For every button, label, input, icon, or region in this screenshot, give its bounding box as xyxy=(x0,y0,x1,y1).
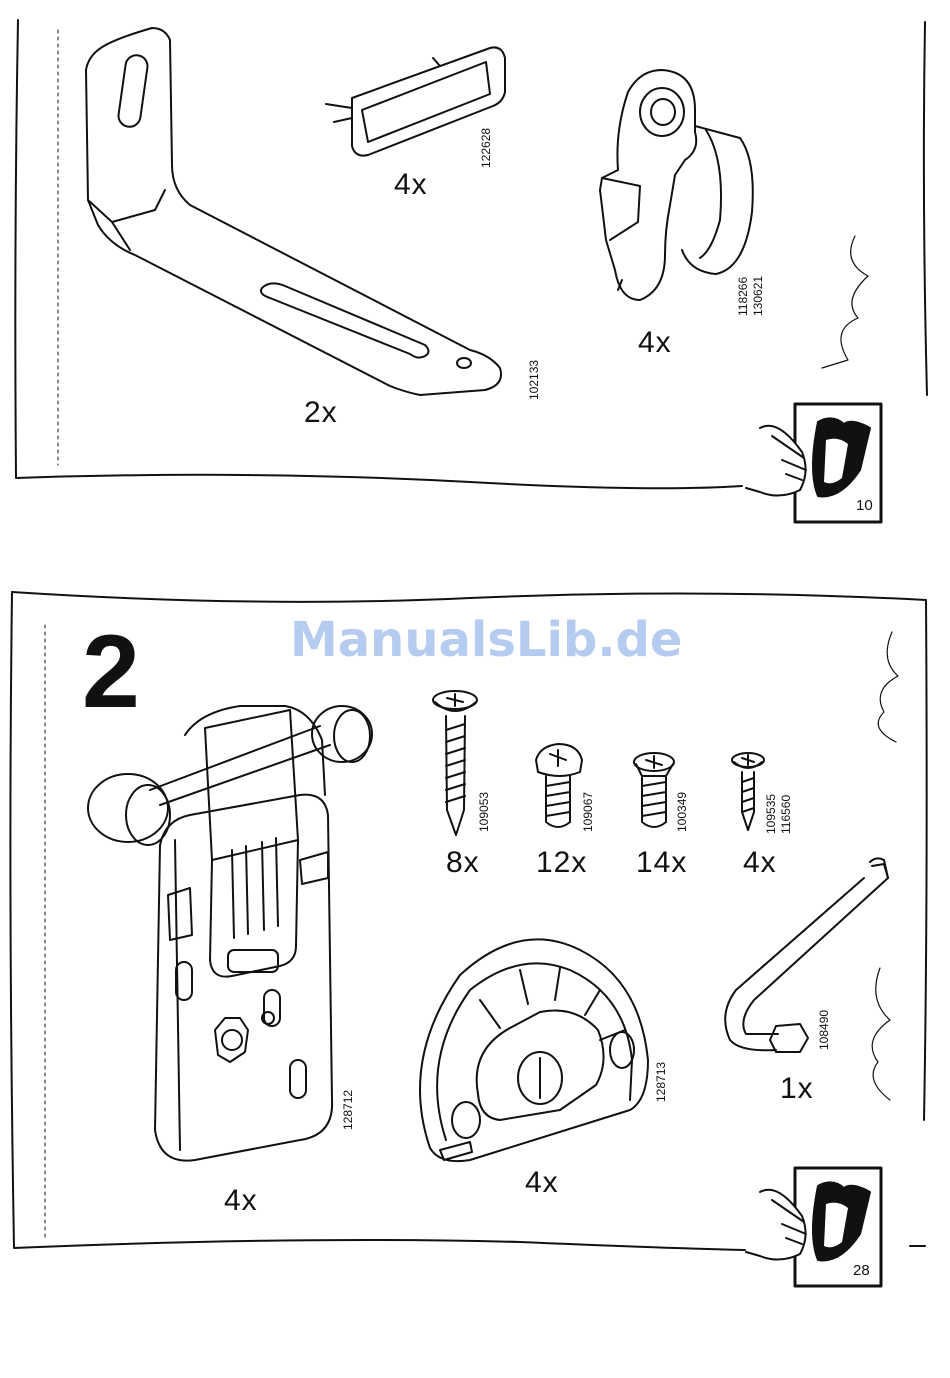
watermark-text: ManualsLib.de xyxy=(290,612,682,668)
screw-round-qty: 12x xyxy=(536,846,587,880)
hinge-plate-code: 128712 xyxy=(342,1090,355,1130)
bottom-panel-frame xyxy=(10,592,926,1250)
screw-flat-qty: 14x xyxy=(636,846,687,880)
bracket-drawing xyxy=(86,28,501,395)
rod-clip-code-1: 118266 xyxy=(737,277,750,316)
screw-long-code: 109053 xyxy=(478,792,491,832)
screw-small-drawing xyxy=(732,753,764,830)
page-ref-10: 10 xyxy=(856,497,873,514)
rod-clip-qty: 4x xyxy=(638,326,672,360)
cover-cap-qty: 4x xyxy=(394,168,428,202)
screw-round-drawing xyxy=(536,744,582,827)
screw-small-code-2: 116560 xyxy=(780,795,793,834)
adjuster-disc-qty: 4x xyxy=(525,1166,559,1200)
rod-clip-drawing xyxy=(600,70,753,300)
page-ref-28: 28 xyxy=(853,1262,870,1279)
hinge-plate-qty: 4x xyxy=(224,1184,258,1218)
cover-cap-code: 122628 xyxy=(480,128,493,168)
allen-key-drawing xyxy=(725,858,888,1052)
rod-clip-code-2: 130621 xyxy=(752,276,765,316)
hinge-plate-drawing xyxy=(88,706,372,1161)
screw-flat-code: 100349 xyxy=(676,792,689,832)
step-number: 2 xyxy=(82,620,140,724)
adjuster-disc-drawing xyxy=(420,939,648,1161)
top-panel-frame xyxy=(15,20,927,488)
allen-key-qty: 1x xyxy=(780,1072,814,1106)
bracket-qty: 2x xyxy=(304,396,338,430)
allen-key-code: 108490 xyxy=(818,1010,831,1050)
screw-flat-drawing xyxy=(634,753,674,827)
screw-small-qty: 4x xyxy=(743,846,777,880)
screw-small-code-1: 109535 xyxy=(765,794,778,834)
screw-long-drawing xyxy=(433,691,477,835)
screw-round-code: 109067 xyxy=(582,792,595,832)
adjuster-disc-code: 128713 xyxy=(655,1062,668,1102)
bracket-code: 102133 xyxy=(528,360,541,400)
screw-long-qty: 8x xyxy=(446,846,480,880)
